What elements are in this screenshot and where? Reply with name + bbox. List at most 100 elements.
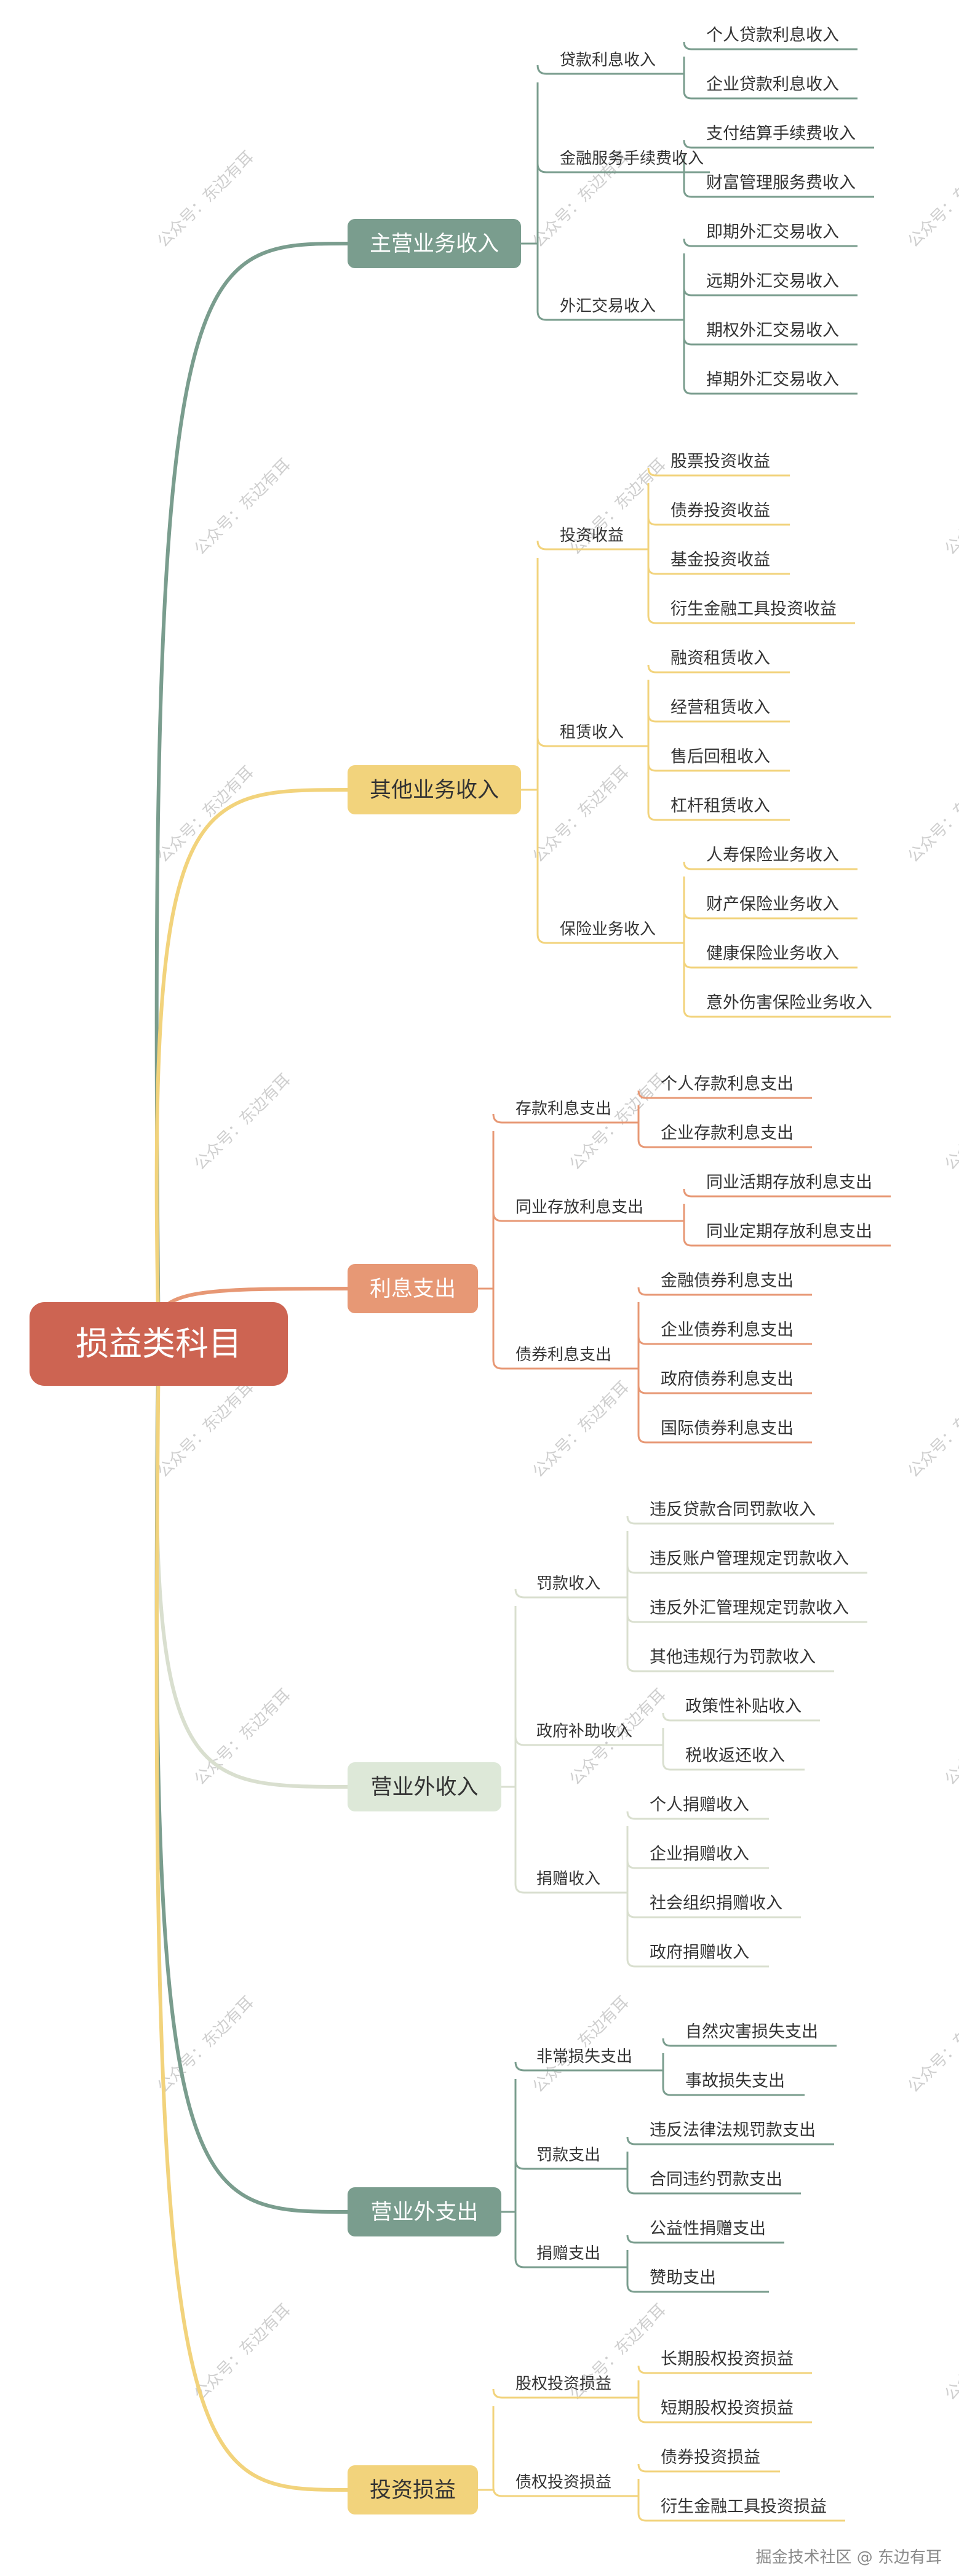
leaf-node-label[interactable]: 融资租赁收入 [671, 649, 770, 668]
group-node-label[interactable]: 罚款支出 [536, 2146, 600, 2165]
leaf-node-label[interactable]: 税收返还收入 [685, 1746, 785, 1765]
group-node-label[interactable]: 贷款利息收入 [560, 51, 656, 70]
leaf-node-label[interactable]: 健康保险业务收入 [706, 944, 839, 963]
leaf-node-label[interactable]: 个人贷款利息收入 [706, 26, 839, 45]
leaf-node-label[interactable]: 违反法律法规罚款支出 [650, 2121, 816, 2140]
leaf-node-label[interactable]: 同业活期存放利息支出 [706, 1173, 872, 1192]
leaf-node-label[interactable]: 个人存款利息支出 [661, 1075, 794, 1094]
leaf-node-label[interactable]: 意外伤害保险业务收入 [706, 993, 872, 1012]
watermark-text: 公众号：东边有耳 [154, 148, 257, 251]
item-underline [683, 861, 858, 870]
branch-connector [154, 1343, 348, 2214]
leaf-node-label[interactable]: 掉期外汇交易收入 [706, 370, 839, 389]
item-underline [626, 1516, 834, 1525]
group-node-label[interactable]: 同业存放利息支出 [515, 1198, 643, 1217]
leaf-node-label[interactable]: 基金投资收益 [671, 551, 770, 570]
leaf-node-label[interactable]: 社会组织捐赠收入 [650, 1894, 782, 1913]
leaf-node-label[interactable]: 政策性补贴收入 [685, 1697, 802, 1716]
item-underline [683, 90, 858, 100]
watermark-text: 公众号：东边有耳 [191, 1685, 294, 1789]
leaf-node-label[interactable]: 自然灾害损失支出 [685, 2022, 818, 2041]
leaf-node-label[interactable]: 远期外汇交易收入 [706, 272, 839, 291]
leaf-node-label[interactable]: 杠杆租赁收入 [671, 797, 770, 816]
group-node-label[interactable]: 政府补助收入 [536, 1722, 632, 1741]
item-underline [626, 1663, 834, 1672]
leaf-node-label[interactable]: 即期外汇交易收入 [706, 223, 839, 242]
group-node-label[interactable]: 非常损失支出 [536, 2048, 632, 2066]
group-node-label[interactable]: 捐赠收入 [536, 1870, 600, 1888]
leaf-node-label[interactable]: 债券投资损益 [661, 2448, 760, 2467]
leaf-node-label[interactable]: 财产保险业务收入 [706, 895, 839, 914]
item-underline [683, 189, 874, 198]
item-underline [683, 1238, 891, 1247]
leaf-node-label[interactable]: 债券投资收益 [671, 501, 770, 520]
leaf-node-label[interactable]: 衍生金融工具投资损益 [661, 2497, 827, 2516]
group-underline [492, 1359, 618, 1370]
leaf-node-label[interactable]: 售后回租收入 [671, 747, 770, 766]
root-node-label: 损益类科目 [76, 1324, 242, 1363]
group-node-label[interactable]: 保险业务收入 [560, 920, 656, 939]
leaf-node-label[interactable]: 金融债券利息支出 [661, 1271, 794, 1290]
leaf-node-label[interactable]: 同业定期存放利息支出 [706, 1222, 872, 1241]
item-underline [637, 1139, 812, 1148]
branch-node-label: 主营业务收入 [370, 232, 499, 256]
group-node-label[interactable]: 金融服务手续费收入 [560, 149, 704, 168]
group-node-label[interactable]: 投资收益 [560, 527, 624, 545]
root-node[interactable]: 损益类科目 [30, 1302, 288, 1386]
leaf-node-label[interactable]: 政府债券利息支出 [661, 1370, 794, 1389]
group-node-label[interactable]: 罚款收入 [536, 1575, 600, 1593]
branch-node[interactable]: 营业外支出 [348, 2187, 501, 2236]
leaf-node-label[interactable]: 政府捐赠收入 [650, 1943, 749, 1962]
group-underline [514, 2258, 607, 2268]
branch-node-box [348, 1762, 501, 1811]
branch-node-label: 营业外收入 [370, 1775, 478, 1800]
leaf-node-label[interactable]: 股票投资收益 [671, 452, 770, 471]
group-node-label[interactable]: 债权投资损益 [515, 2473, 611, 2492]
group-underline [514, 1588, 607, 1599]
leaf-node-label[interactable]: 支付结算手续费收入 [706, 124, 856, 143]
group-underline [492, 2388, 618, 2399]
group-node-label[interactable]: 债券利息支出 [515, 1346, 611, 1364]
leaf-node-label[interactable]: 公益性捐赠支出 [650, 2219, 766, 2238]
leaf-node-label[interactable]: 企业贷款利息收入 [706, 75, 839, 94]
leaf-node-label[interactable]: 企业捐赠收入 [650, 1845, 749, 1864]
group-node-label[interactable]: 股权投资损益 [515, 2375, 611, 2393]
leaf-node-label[interactable]: 衍生金融工具投资收益 [671, 600, 837, 619]
branch-node[interactable]: 其他业务收入 [348, 765, 521, 814]
leaf-node-label[interactable]: 长期股权投资损益 [661, 2350, 794, 2369]
leaf-node-label[interactable]: 企业债券利息支出 [661, 1321, 794, 1340]
group-underline [514, 1883, 607, 1894]
leaf-node-label[interactable]: 合同违约罚款支出 [650, 2170, 782, 2189]
group-node-label[interactable]: 外汇交易收入 [560, 297, 656, 316]
leaf-node-label[interactable]: 个人捐赠收入 [650, 1795, 749, 1815]
leaf-node-label[interactable]: 违反贷款合同罚款收入 [650, 1500, 816, 1519]
branch-node[interactable]: 利息支出 [348, 1264, 478, 1313]
watermark-text: 公众号：东边有耳 [529, 763, 632, 866]
leaf-node-label[interactable]: 事故损失支出 [685, 2072, 785, 2091]
leaf-node-label[interactable]: 财富管理服务费收入 [706, 173, 856, 193]
leaf-node-label[interactable]: 赞助支出 [650, 2268, 716, 2288]
leaf-node-label[interactable]: 企业存款利息支出 [661, 1124, 794, 1143]
leaf-node-label[interactable]: 其他违规行为罚款收入 [650, 1648, 816, 1667]
group-underline [536, 540, 630, 551]
item-underline [662, 2038, 837, 2047]
watermark-text: 公众号：东边有耳 [941, 1685, 959, 1789]
branch-node[interactable]: 主营业务收入 [348, 219, 521, 268]
leaf-node-label[interactable]: 短期股权投资损益 [661, 2399, 794, 2418]
leaf-node-label[interactable]: 违反账户管理规定罚款收入 [650, 1549, 849, 1568]
group-node-label[interactable]: 租赁收入 [560, 723, 624, 742]
watermark-text: 公众号：东边有耳 [529, 1378, 632, 1481]
leaf-node-label[interactable]: 国际债券利息支出 [661, 1419, 794, 1438]
leaf-node-label[interactable]: 违反外汇管理规定罚款收入 [650, 1599, 849, 1618]
group-node-label[interactable]: 存款利息支出 [515, 1100, 611, 1118]
watermark-text: 公众号：东边有耳 [941, 1070, 959, 1174]
leaf-node-label[interactable]: 经营租赁收入 [671, 698, 770, 717]
branch-connector [154, 788, 348, 1345]
branch-node[interactable]: 营业外收入 [348, 1762, 501, 1811]
watermark-text: 公众号：东边有耳 [191, 2300, 294, 2404]
item-underline [626, 1860, 769, 1869]
leaf-node-label[interactable]: 期权外汇交易收入 [706, 321, 839, 340]
leaf-node-label[interactable]: 人寿保险业务收入 [706, 846, 839, 865]
branch-node[interactable]: 投资损益 [348, 2465, 478, 2514]
group-node-label[interactable]: 捐赠支出 [536, 2244, 600, 2263]
